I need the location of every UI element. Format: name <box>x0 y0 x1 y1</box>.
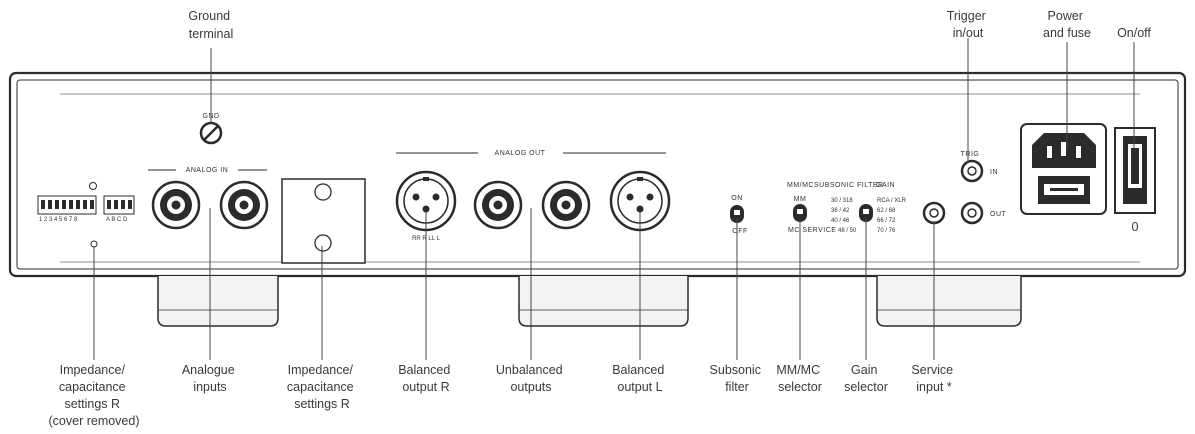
rca-output-left <box>541 180 591 230</box>
svg-text:70 / 76: 70 / 76 <box>877 228 896 234</box>
leader-lines <box>93 38 1135 360</box>
rca-input-left <box>151 180 201 230</box>
trigger-callout: Trigger in/out <box>947 9 990 40</box>
balanced-output-r-callout: Balanced output R <box>398 363 454 394</box>
svg-text:RCA / XLR: RCA / XLR <box>877 198 907 204</box>
service-input-callout: Service input * <box>911 363 956 394</box>
trig-label: TRIG <box>961 151 980 158</box>
power-callout: Power and fuse <box>1043 9 1091 40</box>
svg-text:48 / 50: 48 / 50 <box>838 228 857 234</box>
gain-values-left: 30 / 318 36 / 42 40 / 46 48 / 50 <box>831 198 857 234</box>
analog-in-section: ANALOG IN <box>148 167 269 230</box>
ground-terminal-callout: Ground terminal <box>188 9 233 41</box>
xlr-output-right <box>395 170 457 232</box>
mm-mc-selector-callout: MM/MC selector <box>776 363 823 394</box>
trig-in-label: IN <box>990 169 998 176</box>
svg-text:36 / 42: 36 / 42 <box>831 208 850 214</box>
power-inlet <box>1020 123 1107 215</box>
power-zero-label: 0 <box>1132 220 1139 234</box>
subsonic-filter-callout: Subsonic filter <box>710 363 765 394</box>
subsonic-switch: ON OFF <box>730 195 748 235</box>
analog-in-label: ANALOG IN <box>186 167 229 174</box>
analog-out-section: ANALOG OUT RR R LL L <box>395 150 671 242</box>
svg-text:40 / 46: 40 / 46 <box>831 218 850 224</box>
top-callouts: Ground terminal Trigger in/out Power and… <box>188 9 1151 41</box>
mm-label: MM <box>794 196 807 203</box>
onoff-callout: On/off <box>1117 26 1151 40</box>
power-switch: 0 <box>1114 127 1156 234</box>
off-label: OFF <box>732 228 748 235</box>
dip-right-numbers: A B C D <box>106 217 128 223</box>
settings-cover-plate <box>281 178 366 264</box>
svg-text:30 / 318: 30 / 318 <box>831 198 853 204</box>
gain-label: GAIN <box>876 182 895 189</box>
on-label: ON <box>731 195 743 202</box>
dip-switch-block: 1 2 3 4 5 6 7 8 A B C D <box>37 182 135 248</box>
svg-text:66 / 72: 66 / 72 <box>877 218 896 224</box>
chassis <box>8 71 1187 278</box>
analogue-inputs-callout: Analogue inputs <box>182 363 238 394</box>
analog-out-label: ANALOG OUT <box>495 150 546 157</box>
trigger-jacks: TRIG IN OUT <box>961 151 1007 225</box>
gain-selector-callout: Gain selector <box>844 363 888 394</box>
feet <box>157 276 1022 327</box>
unbalanced-outputs-callout: Unbalanced outputs <box>496 363 566 394</box>
mc-service-label: MC SERVICE <box>788 227 836 234</box>
rca-output-right <box>473 180 523 230</box>
mm-mc-gain-section: MM/MCSUBSONIC FILTER GAIN MM MC SERVICE … <box>787 182 907 234</box>
impedance-cover-removed-callout: Impedance/ capacitance settings R (cover… <box>49 363 140 428</box>
balanced-output-l-callout: Balanced output L <box>612 363 668 394</box>
trig-out-label: OUT <box>990 211 1007 218</box>
xlr-output-left <box>609 170 671 232</box>
mm-mc-subsonic-label: MM/MCSUBSONIC FILTER <box>787 182 884 189</box>
gain-values-right: RCA / XLR 62 / 68 66 / 72 70 / 76 <box>877 198 907 234</box>
rca-input-right <box>219 180 269 230</box>
service-input-jack <box>922 201 946 225</box>
dip-left-numbers: 1 2 3 4 5 6 7 8 <box>39 217 78 223</box>
bottom-callouts: Impedance/ capacitance settings R (cover… <box>49 363 956 428</box>
svg-text:62 / 68: 62 / 68 <box>877 208 896 214</box>
impedance-settings-callout: Impedance/ capacitance settings R <box>287 363 357 411</box>
